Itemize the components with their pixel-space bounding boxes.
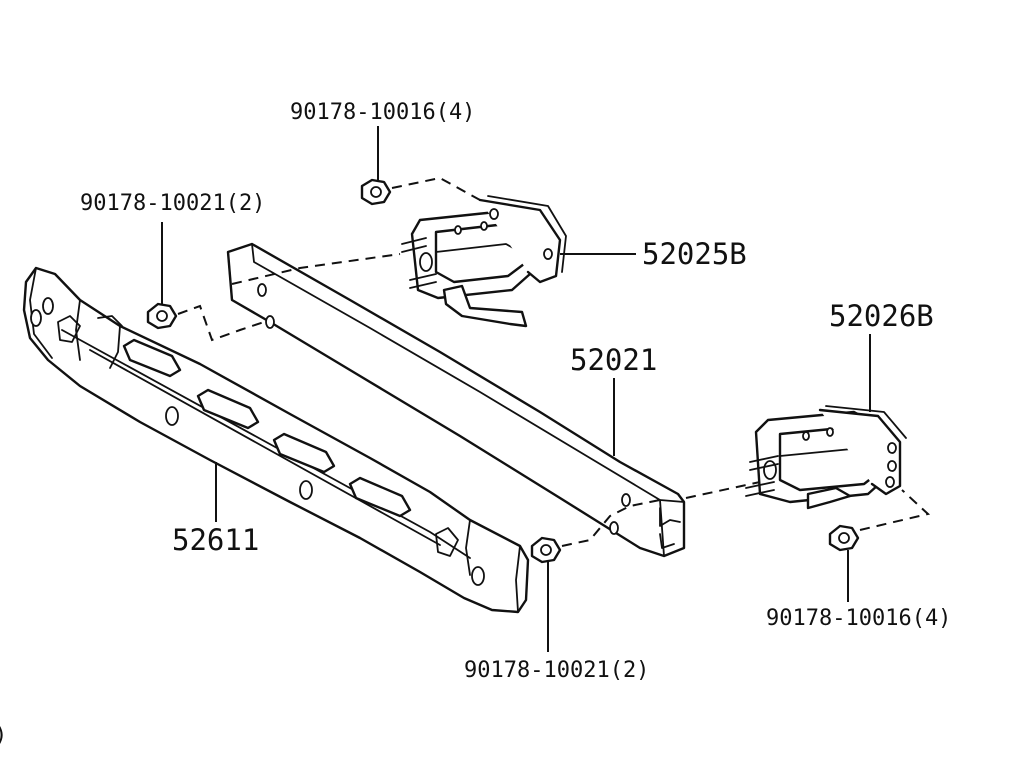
bracket-52025b (401, 195, 567, 328)
callout-nut-bottom: 90178-10021(2) (464, 658, 649, 683)
nut-90178-10016-right (828, 524, 860, 552)
bracket-52026b (745, 405, 907, 510)
bumper-reinforcement-52021 (226, 242, 686, 558)
callout-nut-right: 90178-10016(4) (766, 606, 951, 631)
callout-nut-left: 90178-10021(2) (80, 191, 265, 216)
assembly-lines (177, 176, 931, 547)
energy-absorber-52611 (22, 266, 530, 614)
nut-90178-10021-left (146, 302, 178, 330)
callout-bracket-left: 52025B (642, 237, 747, 271)
callout-bracket-right: 52026B (829, 299, 934, 333)
leader-lines (161, 126, 871, 652)
nut-90178-10021-bottom (530, 536, 562, 564)
callout-absorber: 52611 (172, 523, 259, 557)
callout-reinforcement: 52021 (570, 343, 657, 377)
nut-90178-10016-top (360, 178, 392, 206)
callout-nut-top: 90178-10016(4) (290, 100, 475, 125)
corner-mark: ) (0, 723, 7, 748)
